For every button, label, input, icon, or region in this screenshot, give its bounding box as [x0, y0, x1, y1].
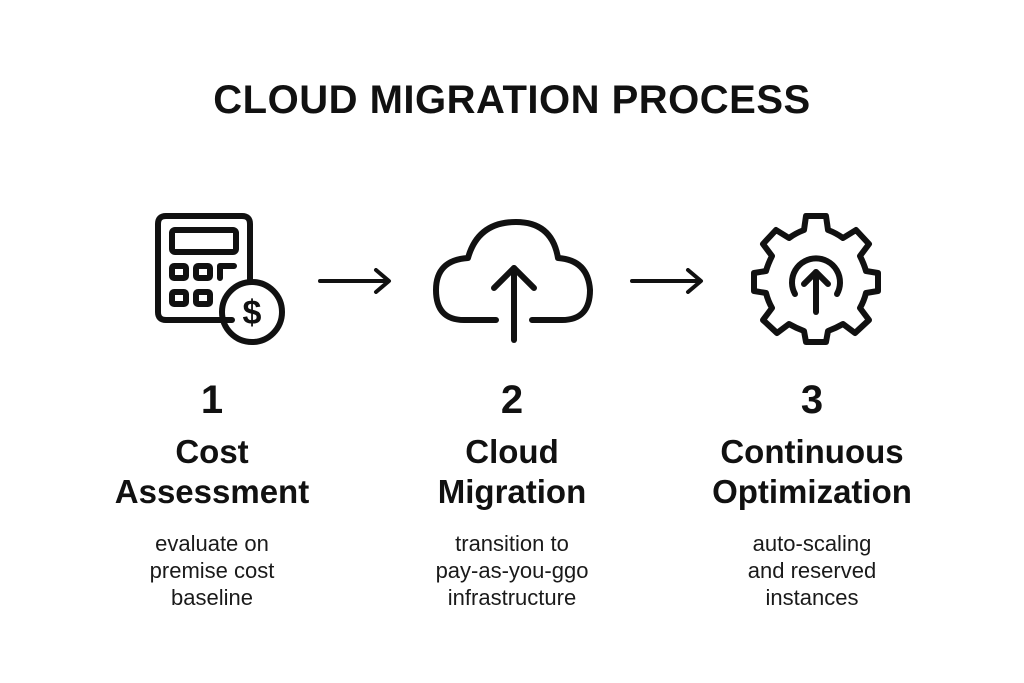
step-title-line: Optimization — [712, 473, 912, 510]
step-title-line: Migration — [437, 473, 587, 510]
step-title-line: Cloud — [465, 433, 559, 470]
step-title-line: Cost — [175, 433, 249, 470]
step-desc-line: pay-as-you-ggo — [435, 558, 589, 583]
step-number: 1 — [200, 378, 224, 422]
arrow-right-icon — [318, 268, 391, 294]
step-number: 3 — [800, 378, 824, 422]
diagram-title: CLOUD MIGRATION PROCESS — [213, 78, 811, 122]
step-desc-line: and reserved — [747, 558, 877, 583]
step-desc-line: instances — [765, 585, 859, 610]
step-title-line: Assessment — [114, 473, 310, 510]
step-desc-line: transition to — [455, 531, 569, 556]
step-desc-line: baseline — [171, 585, 253, 610]
step-desc-line: premise cost — [149, 558, 275, 583]
cloud-upload-icon — [433, 219, 593, 343]
svg-text:$: $ — [243, 294, 262, 332]
gear-upload-icon — [751, 213, 881, 345]
step-desc-line: evaluate on — [155, 531, 269, 556]
arrow-right-icon — [630, 268, 703, 294]
calculator-dollar-icon: $ — [155, 213, 285, 345]
step-desc-line: infrastructure — [447, 585, 577, 610]
step-title-line: Continuous — [720, 433, 904, 470]
step-number: 2 — [500, 378, 524, 422]
step-desc-line: auto-scaling — [752, 531, 872, 556]
